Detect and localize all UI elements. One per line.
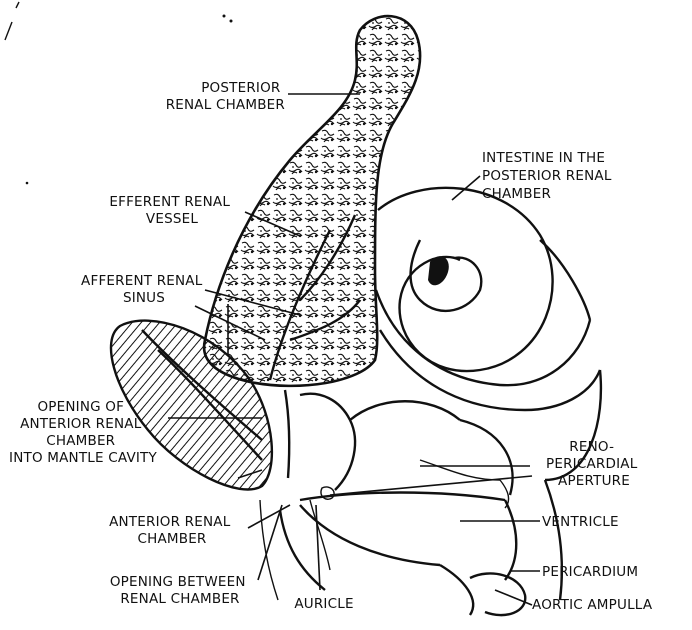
label-aortic-ampulla: AORTIC AMPULLA <box>532 597 653 613</box>
corner-marks <box>5 2 233 184</box>
label-afferent-renal-sinus: AFFERENT RENAL SINUS <box>81 273 207 306</box>
label-opening-between: OPENING BETWEEN RENAL CHAMBER <box>110 574 250 607</box>
label-anterior-renal-chamber: ANTERIOR RENAL CHAMBER <box>109 514 235 547</box>
label-pericardium: PERICARDIUM <box>542 564 638 580</box>
label-auricle: AURICLE <box>294 596 353 612</box>
label-intestine: INTESTINE IN THE POSTERIOR RENAL CHAMBER <box>482 150 616 202</box>
label-reno-pericardial-aperture: RENO- PERICARDIAL APERTURE <box>546 439 642 489</box>
label-efferent-renal-vessel: EFFERENT RENAL VESSEL <box>109 194 234 227</box>
label-ventricle: VENTRICLE <box>542 514 619 530</box>
intestine-spiral <box>376 188 600 410</box>
label-posterior-renal-chamber: POSTERIOR RENAL CHAMBER <box>166 80 285 113</box>
